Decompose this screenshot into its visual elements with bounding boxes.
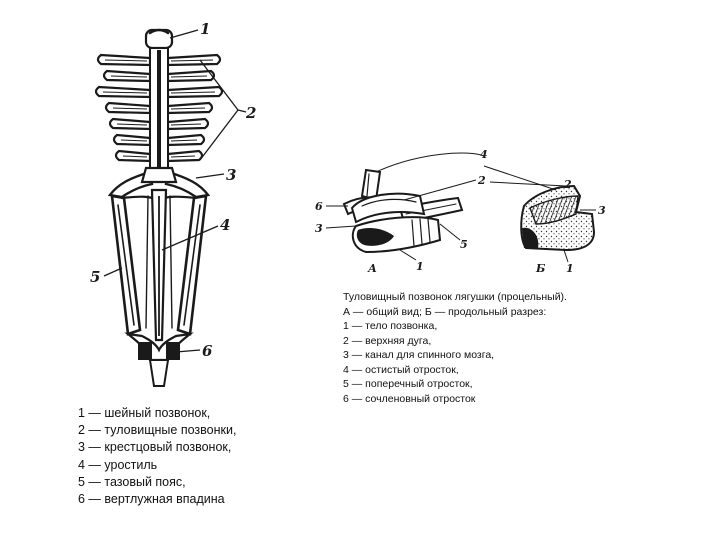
vertebral-column <box>94 28 224 179</box>
caption-line: 5 — поперечный отросток, <box>343 378 473 390</box>
section-label-B: Б <box>535 262 546 275</box>
trunk-vertebra <box>104 101 214 115</box>
section-label-2: 2 <box>563 178 572 191</box>
caption-line: 3 — канал для спинного мозга, <box>343 349 495 361</box>
vertebra-label-5: 5 <box>460 238 468 251</box>
trunk-vertebra <box>96 53 222 67</box>
skeleton-label-6: 6 <box>202 342 213 360</box>
trunk-vertebra <box>102 69 216 83</box>
legend-line: 1 — шейный позвонок, <box>78 406 211 420</box>
legend-line: 5 — тазовый пояс, <box>78 474 186 489</box>
section-label-1: 1 <box>566 262 574 275</box>
vertebra-label-2: 2 <box>477 174 486 187</box>
skeleton-legend: 1 — шейный позвонок, 2 — туловищные позв… <box>78 405 236 508</box>
urostyle <box>145 188 173 342</box>
pelvic-girdle <box>110 194 208 336</box>
vertebra-label-6: 6 <box>315 200 323 213</box>
section-label-3: 3 <box>598 204 606 217</box>
trunk-vertebra <box>108 117 210 131</box>
legend-line: 4 — уростиль <box>78 457 158 472</box>
legend-line: 3 — крестцовый позвонок, <box>78 440 232 455</box>
vertebra-label-4: 4 <box>480 148 488 161</box>
vertebra-general-view <box>325 152 485 261</box>
trunk-vertebra <box>112 133 206 147</box>
trunk-vertebra <box>114 149 204 163</box>
vertebra-section-view <box>483 165 596 263</box>
acetabulum-region <box>124 332 194 387</box>
skeleton-label-4: 4 <box>220 216 230 234</box>
skeleton-leader-lines <box>103 29 247 353</box>
skeleton-label-3: 3 <box>226 166 236 184</box>
skeleton-label-2: 2 <box>245 104 256 122</box>
caption-line: 1 — тело позвонка, <box>343 320 438 332</box>
vertebra-label-A: А <box>367 262 377 275</box>
legend-line: 2 — туловищные позвонки, <box>78 423 237 438</box>
vertebra-caption: Туловищный позвонок лягушки (процельный)… <box>343 290 567 406</box>
legend-line: 6 — вертлужная впадина <box>78 492 225 507</box>
caption-line: 6 — сочленовный отросток <box>343 392 476 405</box>
vertebra-label-3: 3 <box>315 222 323 235</box>
caption-line: 4 — остистый отросток, <box>343 363 459 376</box>
vertebra-label-1: 1 <box>416 260 424 273</box>
caption-title: Туловищный позвонок лягушки (процельный)… <box>343 291 567 303</box>
frog-spine-pelvis-drawing <box>94 28 247 387</box>
trunk-vertebra <box>94 85 224 99</box>
skeleton-label-1: 1 <box>200 20 210 38</box>
skeleton-label-5: 5 <box>90 268 100 286</box>
caption-line: 2 — верхняя дуга, <box>343 334 432 347</box>
caption-line: А — общий вид; Б — продольный разрез: <box>343 305 547 318</box>
